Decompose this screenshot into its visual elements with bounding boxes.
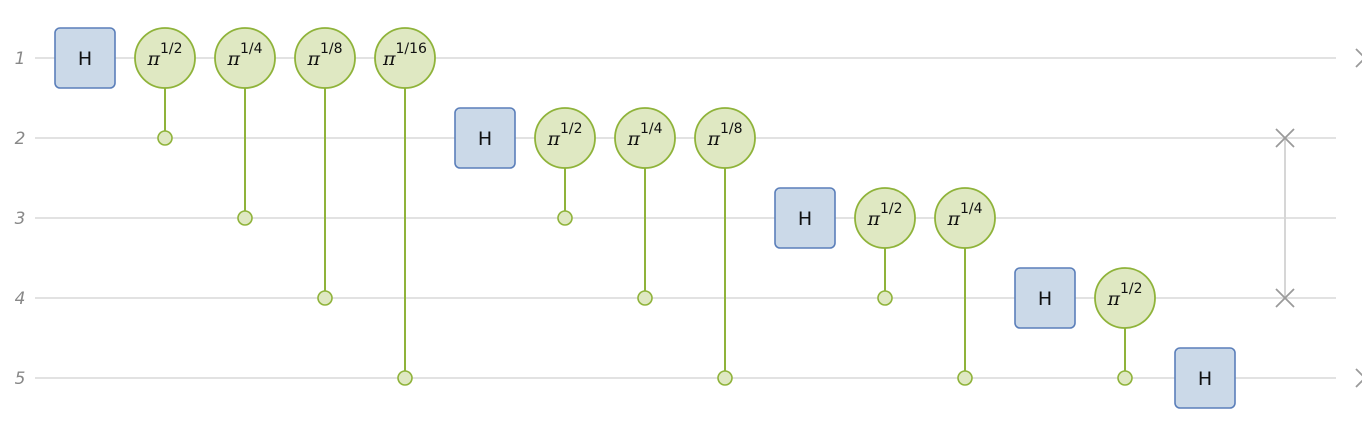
phase-base: π xyxy=(866,208,880,230)
hadamard-label: H xyxy=(1038,288,1052,310)
qubit-label-1: 1 xyxy=(15,49,26,69)
hadamard-box xyxy=(1174,347,1236,409)
qubit-label-3: 3 xyxy=(15,209,26,229)
phase-exponent: 1/8 xyxy=(320,41,343,57)
controlled-phase-gate: π1/2 xyxy=(534,107,596,226)
controlled-phase-gate: π1/16 xyxy=(374,27,436,386)
controlled-phase-gate: π1/4 xyxy=(934,187,996,386)
phase-gate-label: π1/2 xyxy=(146,41,182,70)
phase-gate-circle xyxy=(214,27,276,89)
phase-exponent: 1/4 xyxy=(240,41,263,57)
control-dot xyxy=(877,290,893,306)
control-dot xyxy=(957,370,973,386)
hadamard-label: H xyxy=(478,128,492,150)
control-dot xyxy=(637,290,653,306)
phase-exponent: 1/2 xyxy=(1120,281,1143,297)
phase-exponent: 1/16 xyxy=(396,41,428,57)
controlled-phase-gate: π1/2 xyxy=(134,27,196,146)
controlled-phase-gate: π1/8 xyxy=(294,27,356,306)
phase-gate-circle xyxy=(294,27,356,89)
controlled-phase-gate: π1/4 xyxy=(214,27,276,226)
phase-gate-label: π1/4 xyxy=(226,41,262,70)
phase-base: π xyxy=(706,128,720,150)
hadamard-box xyxy=(1014,267,1076,329)
phase-gate-label: π1/2 xyxy=(1106,281,1142,310)
controlled-phase-gate: π1/8 xyxy=(694,107,756,386)
phase-gate-circle xyxy=(854,187,916,249)
hadamard-gate: H xyxy=(774,187,836,249)
phase-gate-label: π1/8 xyxy=(306,41,342,70)
phase-base: π xyxy=(546,128,560,150)
control-dot xyxy=(397,370,413,386)
qubit-label-2: 2 xyxy=(15,129,26,149)
swap-x-icon xyxy=(1275,288,1295,308)
hadamard-gate: H xyxy=(454,107,516,169)
controlled-phase-gate: π1/4 xyxy=(614,107,676,306)
control-dot xyxy=(717,370,733,386)
swap-x-icon xyxy=(1355,368,1362,388)
wires xyxy=(35,57,1336,379)
hadamard-label: H xyxy=(78,48,92,70)
hadamard-gate: H xyxy=(1014,267,1076,329)
control-dot xyxy=(557,210,573,226)
swap-gate xyxy=(1355,48,1362,388)
hadamard-gate: H xyxy=(1174,347,1236,409)
hadamard-label: H xyxy=(798,208,812,230)
control-dot xyxy=(1117,370,1133,386)
phase-gate-circle xyxy=(1094,267,1156,329)
hadamard-box xyxy=(54,27,116,89)
phase-gate-label: π1/8 xyxy=(706,121,742,150)
phase-gate-circle xyxy=(614,107,676,169)
hadamard-box xyxy=(774,187,836,249)
hadamard-label: H xyxy=(1198,368,1212,390)
hadamard-gate: H xyxy=(54,27,116,89)
phase-gate-label: π1/16 xyxy=(382,41,427,70)
control-dot xyxy=(317,290,333,306)
phase-gate-circle xyxy=(134,27,196,89)
phase-base: π xyxy=(226,48,240,70)
phase-gate-circle xyxy=(934,187,996,249)
phase-exponent: 1/2 xyxy=(560,121,583,137)
controlled-phase-gate: π1/2 xyxy=(1094,267,1156,386)
control-dot xyxy=(157,130,173,146)
phase-gate-label: π1/4 xyxy=(946,201,982,230)
phase-base: π xyxy=(382,48,396,70)
phase-exponent: 1/2 xyxy=(880,201,903,217)
phase-gate-label: π1/4 xyxy=(626,121,662,150)
phase-gate-circle xyxy=(694,107,756,169)
phase-gate-label: π1/2 xyxy=(546,121,582,150)
phase-gate-circle xyxy=(534,107,596,169)
qubit-label-4: 4 xyxy=(15,289,26,309)
control-dot xyxy=(237,210,253,226)
qubit-labels: 1 2 3 4 5 xyxy=(15,49,26,389)
phase-base: π xyxy=(1106,288,1120,310)
phase-exponent: 1/4 xyxy=(640,121,663,137)
phase-base: π xyxy=(626,128,640,150)
phase-exponent: 1/8 xyxy=(720,121,743,137)
phase-base: π xyxy=(146,48,160,70)
qubit-label-5: 5 xyxy=(15,369,26,389)
phase-gate-label: π1/2 xyxy=(866,201,902,230)
hadamard-box xyxy=(454,107,516,169)
swap-x-icon xyxy=(1355,48,1362,68)
phase-exponent: 1/4 xyxy=(960,201,983,217)
swap-gate xyxy=(1275,128,1295,308)
phase-exponent: 1/2 xyxy=(160,41,183,57)
controlled-phase-gate: π1/2 xyxy=(854,187,916,306)
swap-x-icon xyxy=(1275,128,1295,148)
phase-base: π xyxy=(306,48,320,70)
phase-gate-circle xyxy=(374,27,436,89)
phase-base: π xyxy=(946,208,960,230)
